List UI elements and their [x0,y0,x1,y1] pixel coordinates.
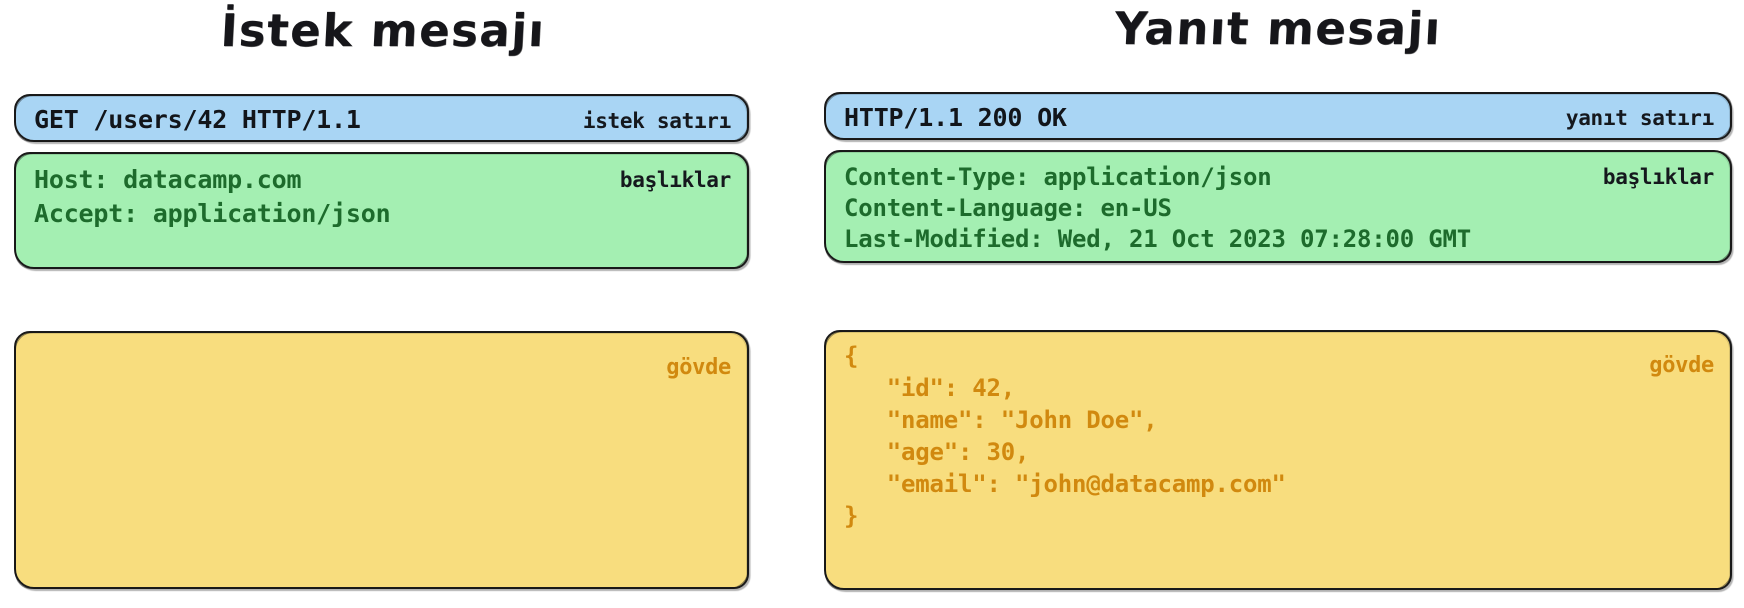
request-message-panel: İstek mesajı GET /users/42 HTTP/1.1 iste… [14,0,752,608]
request-headers-tag: başlıklar [619,168,731,192]
request-line-box: GET /users/42 HTTP/1.1 istek satırı [14,94,749,142]
response-body-tag: gövde [1649,353,1714,378]
request-body-tag: gövde [666,355,731,380]
request-headers-text: Host: datacamp.com Accept: application/j… [34,165,391,228]
response-message-panel: Yanıt mesajı HTTP/1.1 200 OK yanıt satır… [824,0,1732,608]
response-headers-text: Content-Type: application/json Content-L… [844,163,1471,253]
request-line-text: GET /users/42 HTTP/1.1 [34,105,361,134]
response-body-text: { "id": 42, "name": "John Doe", "age": 3… [844,342,1286,530]
status-line-tag: yanıt satırı [1565,106,1714,130]
request-body-box: gövde [14,331,749,589]
status-line-text: HTTP/1.1 200 OK [844,103,1067,132]
response-panel-title: Yanıt mesajı [1113,2,1443,55]
request-panel-title: İstek mesajı [219,4,547,57]
request-headers-box: Host: datacamp.com Accept: application/j… [14,152,749,269]
status-line-box: HTTP/1.1 200 OK yanıt satırı [824,92,1732,140]
request-line-tag: istek satırı [582,109,731,133]
response-body-box: { "id": 42, "name": "John Doe", "age": 3… [824,330,1732,590]
response-headers-tag: başlıklar [1602,165,1714,189]
response-headers-box: Content-Type: application/json Content-L… [824,150,1732,263]
